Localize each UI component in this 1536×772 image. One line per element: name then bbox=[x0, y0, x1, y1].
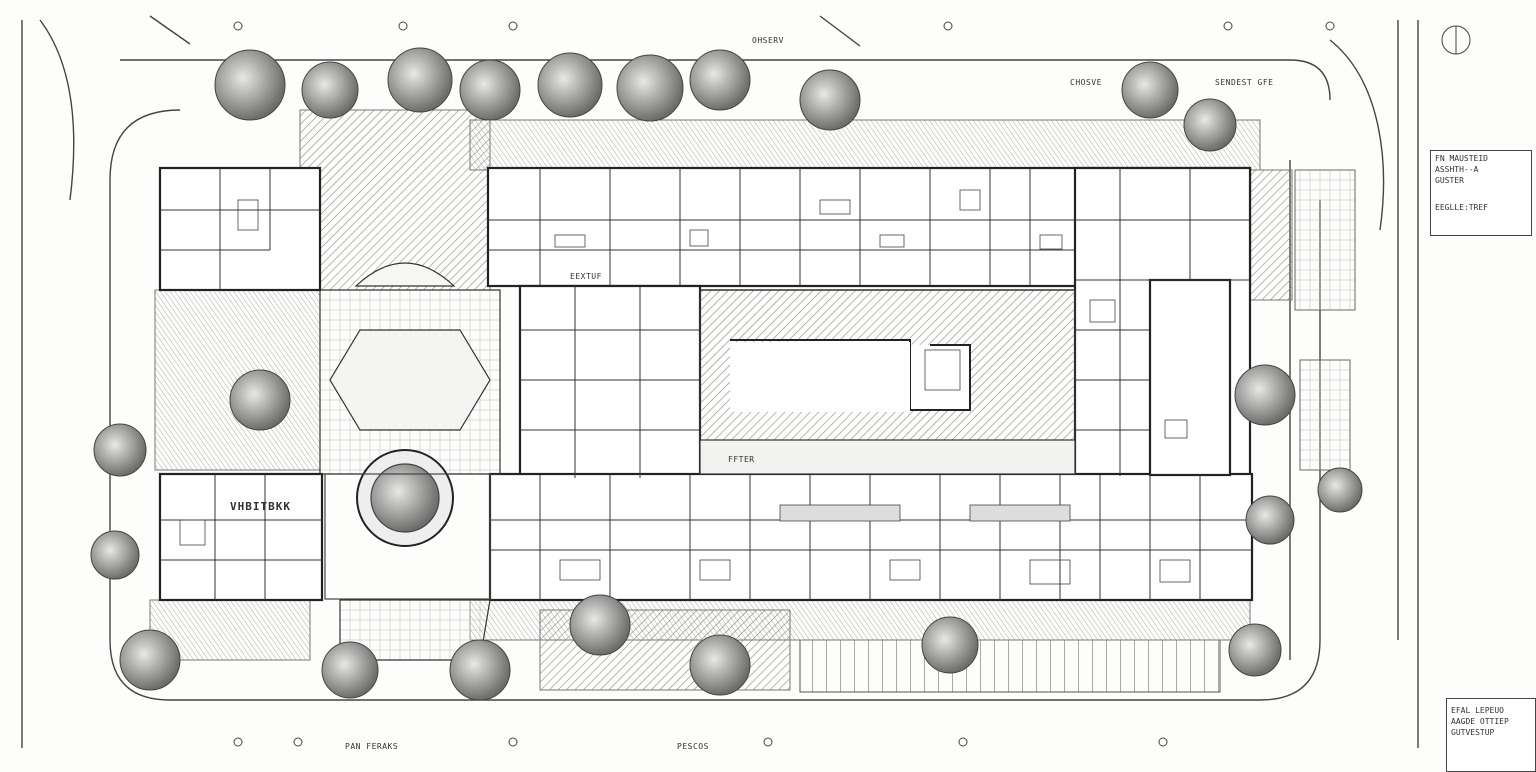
label-top-mid: CHOSVE bbox=[1070, 78, 1102, 87]
parking-east bbox=[1294, 169, 1356, 311]
legend-top-line-4: EEGLLE:TREF bbox=[1435, 203, 1488, 212]
legend-top-line-2: ASSHTH--A bbox=[1435, 165, 1479, 174]
center-block-west bbox=[518, 284, 702, 480]
courtyard-base bbox=[699, 439, 1076, 475]
east-annex bbox=[1148, 278, 1232, 477]
northwest-wing bbox=[158, 166, 322, 292]
parking-lot bbox=[799, 639, 1221, 693]
label-center-wing: EEXTUF bbox=[570, 272, 602, 281]
room-partitions bbox=[160, 168, 1252, 600]
title-block-line-1: EFAL LEPEUO bbox=[1451, 706, 1504, 715]
title-block: EFAL LEPEUO AAGDE OTTIEP GUTVESTUP bbox=[1446, 698, 1536, 772]
title-block-line-2: AAGDE OTTIEP bbox=[1451, 717, 1509, 726]
label-top-right: SENDEST GFE bbox=[1215, 78, 1274, 87]
parking-east-2 bbox=[1299, 359, 1351, 471]
furniture-marks bbox=[179, 189, 1191, 585]
trees bbox=[90, 47, 1363, 701]
southwest-wing bbox=[158, 472, 324, 602]
label-bottom-mid: PESCOS bbox=[677, 742, 709, 751]
label-west-wing: VHBITBKK bbox=[230, 500, 291, 513]
courtyard-lawn bbox=[730, 342, 910, 412]
central-plaza bbox=[319, 262, 501, 661]
title-block-line-3: GUTVESTUP bbox=[1451, 728, 1495, 737]
label-bottom-left: PAN FERAKS bbox=[345, 742, 399, 751]
legend-top: FN MAUSTEID ASSHTH--A GUSTER EEGLLE:TREF bbox=[1430, 150, 1532, 236]
south-wing bbox=[488, 472, 1254, 602]
legend-top-line-3: GUSTER bbox=[1435, 176, 1464, 185]
building-footprint bbox=[158, 166, 1254, 602]
legend-top-line-1: FN MAUSTEID bbox=[1435, 154, 1488, 163]
label-courtyard: FFTER bbox=[728, 455, 755, 464]
grid-markers bbox=[233, 21, 1471, 747]
label-top-street: OHSERV bbox=[752, 36, 784, 45]
